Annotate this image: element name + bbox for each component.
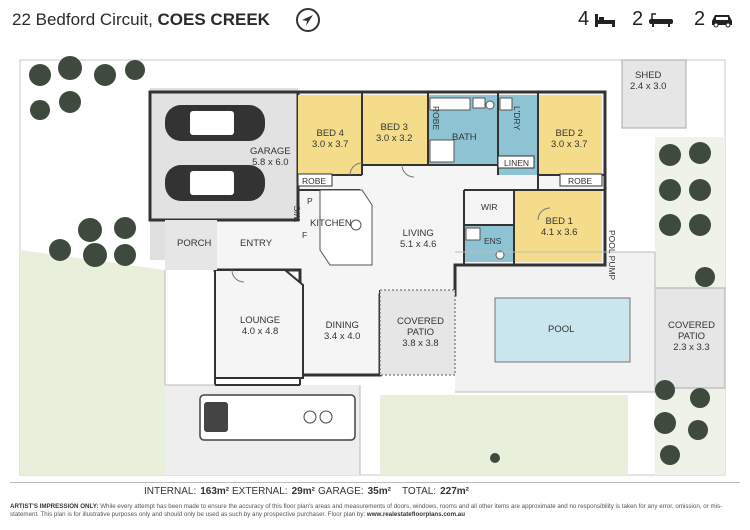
disclaimer: ARTIST'S IMPRESSION ONLY: While every at… xyxy=(10,503,723,518)
footer-divider xyxy=(10,482,740,483)
entry-label: ENTRY xyxy=(240,238,273,249)
pantry-label: P xyxy=(307,196,313,206)
covered-patio-floor xyxy=(379,289,456,376)
bath-label: BATH xyxy=(452,132,477,143)
basin xyxy=(485,100,495,110)
car-spaces-count: 2 xyxy=(694,8,706,30)
website-link[interactable]: www.realestatefloorplans.com.au xyxy=(366,511,466,518)
robe-bed4 xyxy=(297,173,333,187)
robe-bed4-label: ROBE xyxy=(302,176,327,186)
internal-area: INTERNAL:163m² xyxy=(144,486,230,497)
fence-lines xyxy=(164,251,656,475)
kitchen-island xyxy=(319,189,373,266)
robe-bed2-label: ROBE xyxy=(568,176,593,186)
address: 22 Bedford Circuit, COES CREEK xyxy=(12,10,270,30)
ensuite-toilet xyxy=(495,250,505,260)
garage-area: GARAGE:35m² xyxy=(318,486,391,497)
wir-label: WIR xyxy=(481,202,498,212)
lawn-left xyxy=(20,250,165,475)
bedrooms-count: 4 xyxy=(578,8,590,30)
street-address: 22 Bedford Circuit, xyxy=(12,10,153,29)
bathtub xyxy=(429,97,471,111)
kitchen-sink xyxy=(350,219,362,231)
robe-bed2 xyxy=(559,173,603,187)
floor-plan-drawing xyxy=(19,56,726,476)
garage-cars xyxy=(165,105,265,201)
covered-patio2-floor xyxy=(654,287,726,389)
ensuite-label: ENS xyxy=(484,236,502,246)
porch-label: PORCH xyxy=(177,238,212,249)
area-summary: INTERNAL:163m² EXTERNAL:29m² GARAGE:35m²… xyxy=(0,486,750,500)
bed-icon xyxy=(594,12,616,33)
lawn-front xyxy=(380,395,628,475)
total-area: TOTAL:227m² xyxy=(402,486,469,497)
caravan xyxy=(199,394,356,441)
vanity xyxy=(472,97,486,109)
trees xyxy=(29,56,715,465)
fridge-label: F xyxy=(302,230,308,240)
suburb: COES CREEK xyxy=(157,10,270,29)
compass-north-icon xyxy=(296,8,320,32)
pool-label: POOL xyxy=(548,324,575,335)
bed4-floor xyxy=(298,95,362,175)
external-area: EXTERNAL:29m² xyxy=(232,486,315,497)
pool-pump-label: POOL PUMP xyxy=(607,230,617,281)
bed3-floor xyxy=(362,95,428,165)
car-icon xyxy=(710,12,734,33)
shower xyxy=(429,139,455,163)
bed2-floor xyxy=(538,95,602,175)
shed-floor xyxy=(621,59,687,129)
bath-icon xyxy=(648,12,674,33)
laundry-label: L'DRY xyxy=(512,106,522,131)
wc-label: W/C xyxy=(292,205,302,222)
ensuite-shower xyxy=(465,227,481,241)
lounge-walls xyxy=(214,269,304,379)
linen-cupboard xyxy=(497,155,535,169)
linen-label: LINEN xyxy=(504,158,530,168)
laundry-tub xyxy=(499,97,513,111)
header: 22 Bedford Circuit, COES CREEK 4 2 2 xyxy=(10,6,740,36)
door-swings xyxy=(231,162,551,283)
bed1-floor xyxy=(514,190,602,262)
porch-floor xyxy=(165,220,217,270)
kitchen-label: KITCHEN xyxy=(310,218,352,229)
bathrooms-count: 2 xyxy=(632,8,644,30)
robe-bed3-label: ROBE xyxy=(431,106,441,131)
pool-water xyxy=(494,297,631,363)
